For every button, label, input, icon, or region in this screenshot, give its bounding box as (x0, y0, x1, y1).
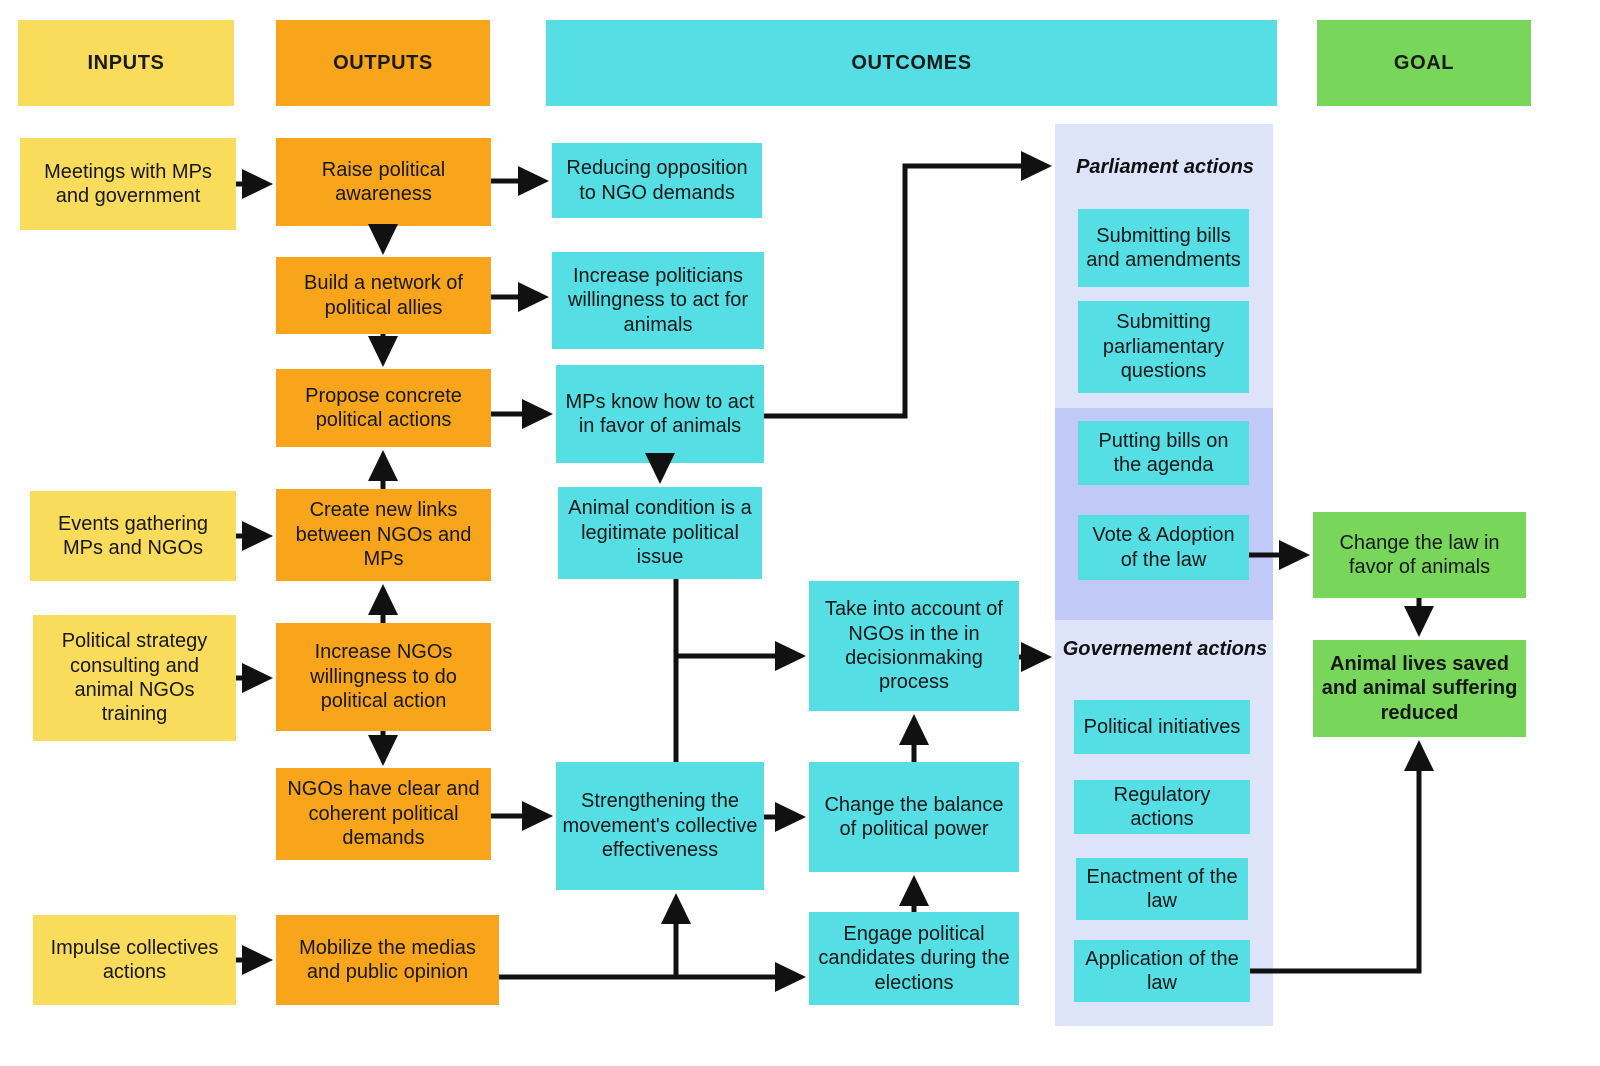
panel-title-parliament: Parliament actions (1076, 155, 1254, 178)
outcome-box-reducing-opposition[interactable]: Reducing opposition to NGO demands (552, 143, 762, 218)
outcome-box-engage-candidates[interactable]: Engage political candidates during the e… (809, 912, 1019, 1005)
panel-title-government: Governement actions (1062, 637, 1268, 660)
outcome-box-strengthening[interactable]: Strengthening the movement's collective … (556, 762, 764, 890)
parliament-item-vote[interactable]: Vote & Adoption of the law (1078, 515, 1249, 580)
outcome-box-balance-power[interactable]: Change the balance of political power (809, 762, 1019, 872)
outcome-box-take-into-account[interactable]: Take into account of NGOs in the in deci… (809, 581, 1019, 711)
column-header-inputs: INPUTS (18, 20, 234, 106)
outcome-box-mps-know[interactable]: MPs know how to act in favor of animals (556, 365, 764, 463)
column-header-goal: GOAL (1317, 20, 1531, 106)
government-item-application[interactable]: Application of the law (1074, 940, 1250, 1002)
column-header-outcomes: OUTCOMES (546, 20, 1277, 106)
parliament-item-agenda[interactable]: Putting bills on the agenda (1078, 421, 1249, 485)
goal-box-lives-saved[interactable]: Animal lives saved and animal suffering … (1313, 640, 1526, 737)
government-item-regulatory[interactable]: Regulatory actions (1074, 780, 1250, 834)
arrow-legitimate-to-take-account (673, 579, 807, 671)
input-box-consulting[interactable]: Political strategy consulting and animal… (33, 615, 236, 741)
output-box-propose-actions[interactable]: Propose concrete political actions (276, 369, 491, 447)
goal-box-change-law[interactable]: Change the law in favor of animals (1313, 512, 1526, 598)
arrow-application-to-lives-saved (1250, 739, 1434, 974)
output-box-raise-awareness[interactable]: Raise political awareness (276, 138, 491, 226)
column-header-outputs: OUTPUTS (276, 20, 490, 106)
input-box-events[interactable]: Events gathering MPs and NGOs (30, 491, 236, 581)
outcome-box-legitimate-issue[interactable]: Animal condition is a legitimate politic… (558, 487, 762, 579)
outcome-box-increase-politicians[interactable]: Increase politicians willingness to act … (552, 252, 764, 349)
output-box-ngo-willingness[interactable]: Increase NGOs willingness to do politica… (276, 623, 491, 731)
parliament-item-questions[interactable]: Submitting parliamentary questions (1078, 301, 1249, 393)
output-box-network-allies[interactable]: Build a network of political allies (276, 257, 491, 334)
output-box-create-links[interactable]: Create new links between NGOs and MPs (276, 489, 491, 581)
government-item-initiatives[interactable]: Political initiatives (1074, 700, 1250, 754)
output-box-mobilize-medias[interactable]: Mobilize the medias and public opinion (276, 915, 499, 1005)
government-item-enactment[interactable]: Enactment of the law (1076, 858, 1248, 920)
input-box-meetings[interactable]: Meetings with MPs and government (20, 138, 236, 230)
output-box-clear-demands[interactable]: NGOs have clear and coherent political d… (276, 768, 491, 860)
arrow-mpsknow-to-parliament (764, 151, 1053, 419)
input-box-impulse[interactable]: Impulse collectives actions (33, 915, 236, 1005)
parliament-item-bills[interactable]: Submitting bills and amendments (1078, 209, 1249, 287)
